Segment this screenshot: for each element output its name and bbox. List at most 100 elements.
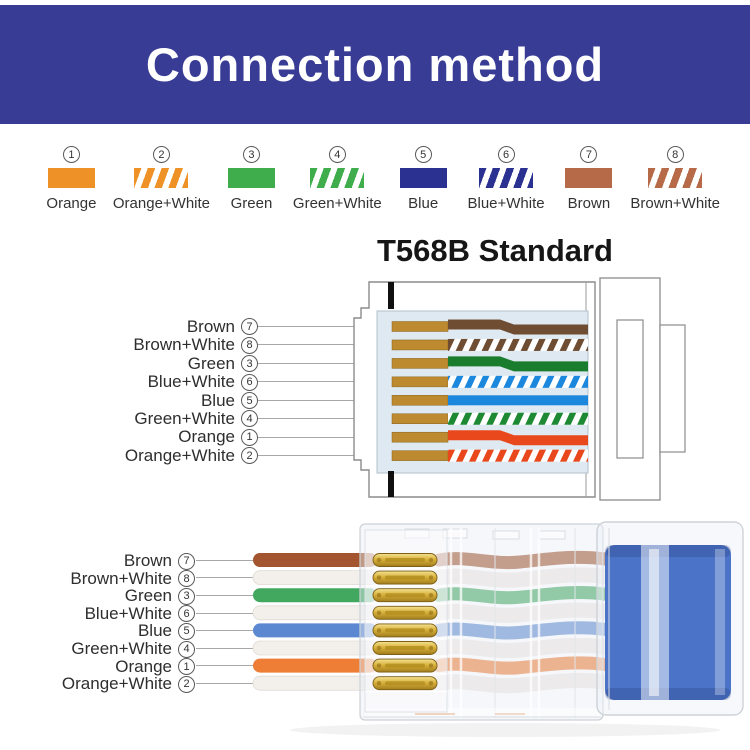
wire-number-badge: 8 bbox=[241, 336, 258, 354]
gold-contact bbox=[391, 395, 449, 406]
leader-line bbox=[196, 665, 257, 667]
pin-label: Brown+White bbox=[70, 568, 172, 588]
pin-label: Orange bbox=[178, 427, 235, 447]
wire-number-badge: 5 bbox=[414, 146, 432, 163]
wire-number-badge: 4 bbox=[328, 146, 346, 163]
gold-contact bbox=[391, 413, 449, 424]
legend-label: Green bbox=[230, 195, 273, 212]
pin-label-row-blue-white: Blue+White 6 bbox=[85, 604, 195, 623]
legend-label: Green+White bbox=[292, 195, 382, 212]
wire-orange bbox=[448, 430, 588, 446]
wire-blue-white bbox=[448, 375, 588, 388]
wire-row-orange bbox=[391, 430, 588, 446]
rj45-connector-photo bbox=[252, 521, 744, 737]
photo-wire-green-white bbox=[252, 640, 378, 656]
gold-pin bbox=[365, 623, 447, 640]
gold-pins-group bbox=[365, 553, 447, 693]
wire-number-badge: 3 bbox=[178, 587, 195, 605]
photo-wire-green bbox=[253, 588, 377, 603]
legend-swatch-green-white bbox=[310, 168, 365, 188]
gold-contact bbox=[391, 376, 449, 388]
pin-label-row-blue-white: Blue+White 6 bbox=[147, 372, 258, 392]
leader-line bbox=[196, 559, 257, 561]
wire-number-badge: 6 bbox=[241, 373, 258, 391]
pin-label: Orange bbox=[115, 656, 172, 676]
gold-contact bbox=[391, 339, 449, 351]
leader-line bbox=[258, 418, 358, 420]
page-title: Connection method bbox=[145, 38, 605, 91]
pin-label-row-green: Green 3 bbox=[188, 354, 258, 373]
pin-label: Orange+White bbox=[124, 445, 235, 465]
wire-row-orange-white bbox=[391, 449, 588, 462]
gold-pin bbox=[365, 676, 447, 693]
pin-label: Brown bbox=[123, 551, 172, 570]
photo-wire-blue bbox=[253, 623, 377, 638]
legend-label: Blue bbox=[408, 195, 439, 212]
wire-number-badge: 6 bbox=[497, 146, 515, 163]
photo-wire-blue-white bbox=[252, 605, 378, 621]
photo-wire-orange bbox=[253, 658, 377, 673]
wire-green-white bbox=[448, 412, 588, 425]
gold-contact bbox=[391, 450, 449, 461]
wire-number-badge: 5 bbox=[178, 622, 195, 640]
legend-swatch-orange bbox=[47, 168, 95, 188]
wire-number-badge: 6 bbox=[178, 605, 195, 623]
pin-label: Blue+White bbox=[147, 372, 235, 392]
wire-row-blue-white bbox=[391, 375, 588, 388]
leader-line bbox=[258, 436, 358, 438]
leader-line bbox=[196, 595, 257, 596]
gold-pin bbox=[365, 605, 447, 622]
legend-swatch-blue bbox=[399, 168, 447, 188]
pin-label-row-orange-white: Orange+White 2 bbox=[125, 446, 258, 465]
leader-line bbox=[258, 362, 358, 364]
photo-inner-wire-green-white bbox=[431, 637, 613, 659]
legend-label: Orange+White bbox=[112, 195, 211, 212]
leader-line bbox=[258, 344, 358, 346]
gold-contact bbox=[391, 358, 449, 369]
legend-label: Brown+White bbox=[630, 195, 721, 212]
legend-swatch-green bbox=[227, 168, 275, 188]
wire-number-badge: 2 bbox=[152, 146, 170, 163]
pin-label: Green+White bbox=[134, 408, 235, 428]
photo-left-wires-group bbox=[252, 553, 378, 691]
wire-number-badge: 2 bbox=[241, 447, 258, 465]
wire-row-brown-white bbox=[391, 338, 588, 351]
wire-row-green bbox=[391, 356, 588, 372]
legend-swatch-brown-white bbox=[648, 168, 703, 188]
diagram-wires-group bbox=[391, 319, 588, 462]
wire-blue bbox=[448, 395, 588, 406]
photo-inner-wire-blue bbox=[432, 621, 612, 640]
pin-label: Blue bbox=[137, 621, 172, 641]
wire-brown-white bbox=[448, 338, 588, 351]
wire-number-badge: 1 bbox=[62, 146, 80, 163]
wire-number-badge: 1 bbox=[178, 658, 195, 676]
pin-label: Green bbox=[187, 353, 235, 373]
photo-wire-brown-white bbox=[252, 570, 378, 585]
standard-title: T568B Standard bbox=[376, 233, 613, 268]
photo-inner-wire-orange-white bbox=[431, 673, 613, 694]
wire-row-brown bbox=[391, 319, 588, 335]
photo-inner-wire-green bbox=[432, 586, 612, 605]
gold-pin bbox=[365, 641, 447, 658]
leader-line bbox=[196, 577, 257, 579]
wire-orange-white bbox=[448, 449, 588, 462]
pin-label: Green+White bbox=[71, 639, 172, 658]
wire-number-badge: 3 bbox=[241, 355, 258, 373]
pin-label: Blue+White bbox=[84, 603, 172, 623]
pin-label: Orange+White bbox=[61, 674, 172, 694]
gold-pin bbox=[365, 553, 447, 570]
leader-line bbox=[196, 630, 257, 632]
connector-inner-panel bbox=[376, 310, 589, 474]
pin-label: Brown bbox=[186, 316, 235, 336]
wire-row-blue bbox=[391, 395, 588, 406]
